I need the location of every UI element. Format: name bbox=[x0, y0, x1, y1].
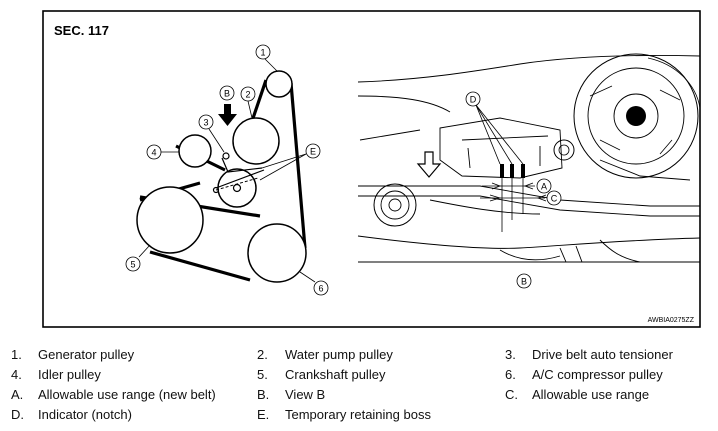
callout-b-left: B bbox=[224, 89, 230, 99]
legend-key: 3. bbox=[505, 347, 516, 362]
crankshaft-pulley bbox=[136, 186, 204, 254]
callout-5: 5 bbox=[130, 260, 135, 270]
view-b-arrow-right bbox=[416, 151, 442, 178]
view-b-arrow-left bbox=[218, 104, 237, 126]
legend-label: Generator pulley bbox=[38, 347, 135, 362]
legend-key: D. bbox=[11, 407, 24, 422]
indicator-notches bbox=[500, 164, 525, 178]
callout-6: 6 bbox=[318, 284, 323, 294]
auto-tensioner-arm bbox=[215, 157, 265, 189]
legend-label: A/C compressor pulley bbox=[532, 367, 663, 382]
legend-key: C. bbox=[505, 387, 518, 402]
callout-d: D bbox=[470, 95, 477, 105]
legend-label: View B bbox=[285, 387, 326, 402]
legend-key: 5. bbox=[257, 367, 268, 382]
legend-key: B. bbox=[257, 387, 270, 402]
range-markers bbox=[480, 178, 547, 232]
legend-label: Water pump pulley bbox=[285, 347, 393, 362]
figure-code: AWBIA0275ZZ bbox=[648, 317, 695, 324]
left-callouts: 1 2 B 3 4 5 6 E bbox=[125, 44, 329, 296]
legend-key: 1. bbox=[11, 347, 22, 362]
view-b-detail bbox=[357, 53, 701, 263]
callout-view-b: B bbox=[521, 277, 527, 287]
generator-pulley bbox=[265, 70, 293, 98]
right-callouts: D A C B bbox=[465, 91, 562, 289]
legend-label: Crankshaft pulley bbox=[285, 367, 386, 382]
legend: 1. Generator pulley 2. Water pump pulley 3. D… bbox=[0, 340, 718, 431]
belt-layout bbox=[136, 70, 307, 283]
legend-label: Allowable use range bbox=[532, 387, 650, 402]
callout-4: 4 bbox=[151, 148, 156, 158]
ac-compressor-pulley bbox=[247, 223, 307, 283]
callout-2: 2 bbox=[245, 90, 250, 100]
section-label: SEC. 117 bbox=[54, 23, 109, 38]
idler-pulley bbox=[178, 134, 212, 168]
water-pump-pulley bbox=[232, 117, 280, 165]
legend-label: Temporary retaining boss bbox=[285, 407, 431, 422]
callout-a: A bbox=[541, 182, 547, 192]
legend-key: 4. bbox=[11, 367, 22, 382]
legend-key: E. bbox=[257, 407, 270, 422]
legend-label: Idler pulley bbox=[38, 367, 101, 382]
belt-routing-diagram: SEC. 117 1 2 bbox=[42, 10, 701, 328]
legend-label: Drive belt auto tensioner bbox=[532, 347, 673, 362]
legend-key: A. bbox=[11, 387, 24, 402]
figure-frame bbox=[42, 10, 701, 328]
legend-key: 2. bbox=[257, 347, 268, 362]
legend-label: Allowable use range (new belt) bbox=[38, 387, 216, 402]
legend-label: Indicator (notch) bbox=[38, 407, 132, 422]
callout-e: E bbox=[310, 147, 316, 157]
callout-3: 3 bbox=[203, 118, 208, 128]
callout-c: C bbox=[551, 194, 558, 204]
legend-key: 6. bbox=[505, 367, 516, 382]
callout-1: 1 bbox=[260, 48, 265, 58]
